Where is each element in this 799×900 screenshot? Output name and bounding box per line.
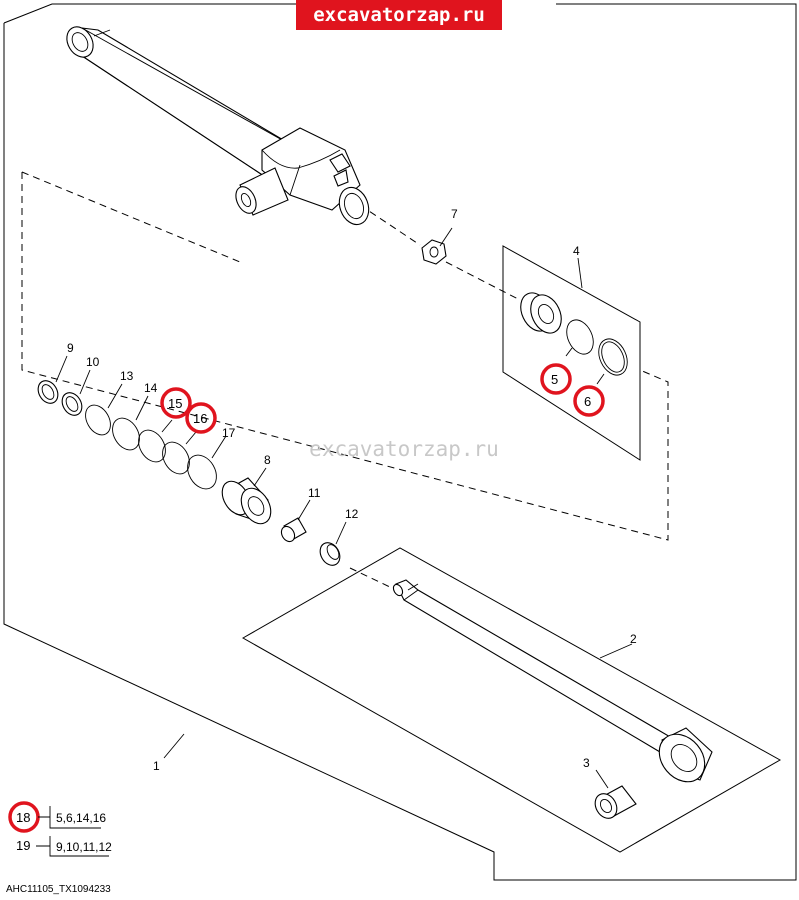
callout-16: 16	[193, 411, 207, 426]
leader-6	[596, 373, 605, 385]
callout-1: 1	[153, 759, 160, 773]
kit-18-parts: 5,6,14,16	[56, 811, 106, 825]
leader-4	[577, 257, 583, 289]
callout-8: 8	[264, 453, 271, 467]
callout-14: 14	[144, 381, 158, 395]
nut-part	[421, 239, 447, 265]
kit-18-id: 18	[16, 810, 30, 825]
callout-13: 13	[120, 369, 134, 383]
watermark-top: excavatorzap.ru	[313, 4, 485, 26]
ring-part-5	[566, 319, 594, 355]
callout-2: 2	[630, 632, 637, 646]
callout-4: 4	[573, 244, 580, 258]
ring-15	[138, 429, 166, 463]
seal-10	[61, 392, 83, 416]
cylinder-barrel	[66, 26, 370, 226]
piston-part	[520, 292, 562, 334]
assembly-outline	[3, 3, 797, 881]
axis-line-lower	[349, 567, 393, 589]
seal-9	[37, 380, 59, 404]
kit-19-parts: 9,10,11,12	[56, 840, 112, 854]
dashed-group-frame-top	[21, 171, 241, 263]
rod-box	[241, 547, 782, 853]
highlight-6	[573, 385, 605, 417]
kit-19-id: 19	[16, 838, 30, 853]
piston-kit-box	[502, 245, 641, 461]
figure-id: AHC11105_TX1094233	[6, 884, 111, 895]
leader-7	[439, 227, 453, 247]
highlight-15	[160, 387, 192, 419]
kit-legend: 18 5,6,14,16 19 9,10,11,12	[8, 801, 112, 857]
gland-part	[221, 477, 272, 525]
ring-16	[162, 441, 190, 475]
assembly-outline-top-left	[3, 3, 296, 24]
callout-5: 5	[551, 372, 558, 387]
ring-13	[85, 404, 111, 436]
bushing-3	[594, 785, 637, 819]
callout-11: 11	[308, 486, 321, 500]
callout-17: 17	[222, 426, 236, 440]
callout-3: 3	[583, 756, 590, 770]
callout-7: 7	[451, 207, 458, 221]
axis-line-nut	[445, 261, 521, 301]
callout-12: 12	[345, 507, 359, 521]
callout-6: 6	[584, 394, 591, 409]
seal-12	[319, 542, 341, 566]
dashed-group-frame	[21, 172, 669, 541]
highlight-5	[540, 363, 572, 395]
ring-part-6	[598, 338, 628, 376]
callout-9: 9	[67, 341, 74, 355]
watermark-mid: excavatorzap.ru	[309, 437, 499, 461]
highlight-16	[185, 402, 217, 434]
ring-17	[187, 454, 217, 490]
callout-15: 15	[168, 396, 182, 411]
watermark-band	[296, 0, 502, 30]
piston-rod	[392, 579, 713, 783]
ring-14	[112, 417, 140, 451]
bushing-11	[280, 517, 307, 543]
callout-10: 10	[86, 355, 100, 369]
axis-line-upper	[359, 204, 421, 246]
leader-5	[565, 347, 573, 357]
